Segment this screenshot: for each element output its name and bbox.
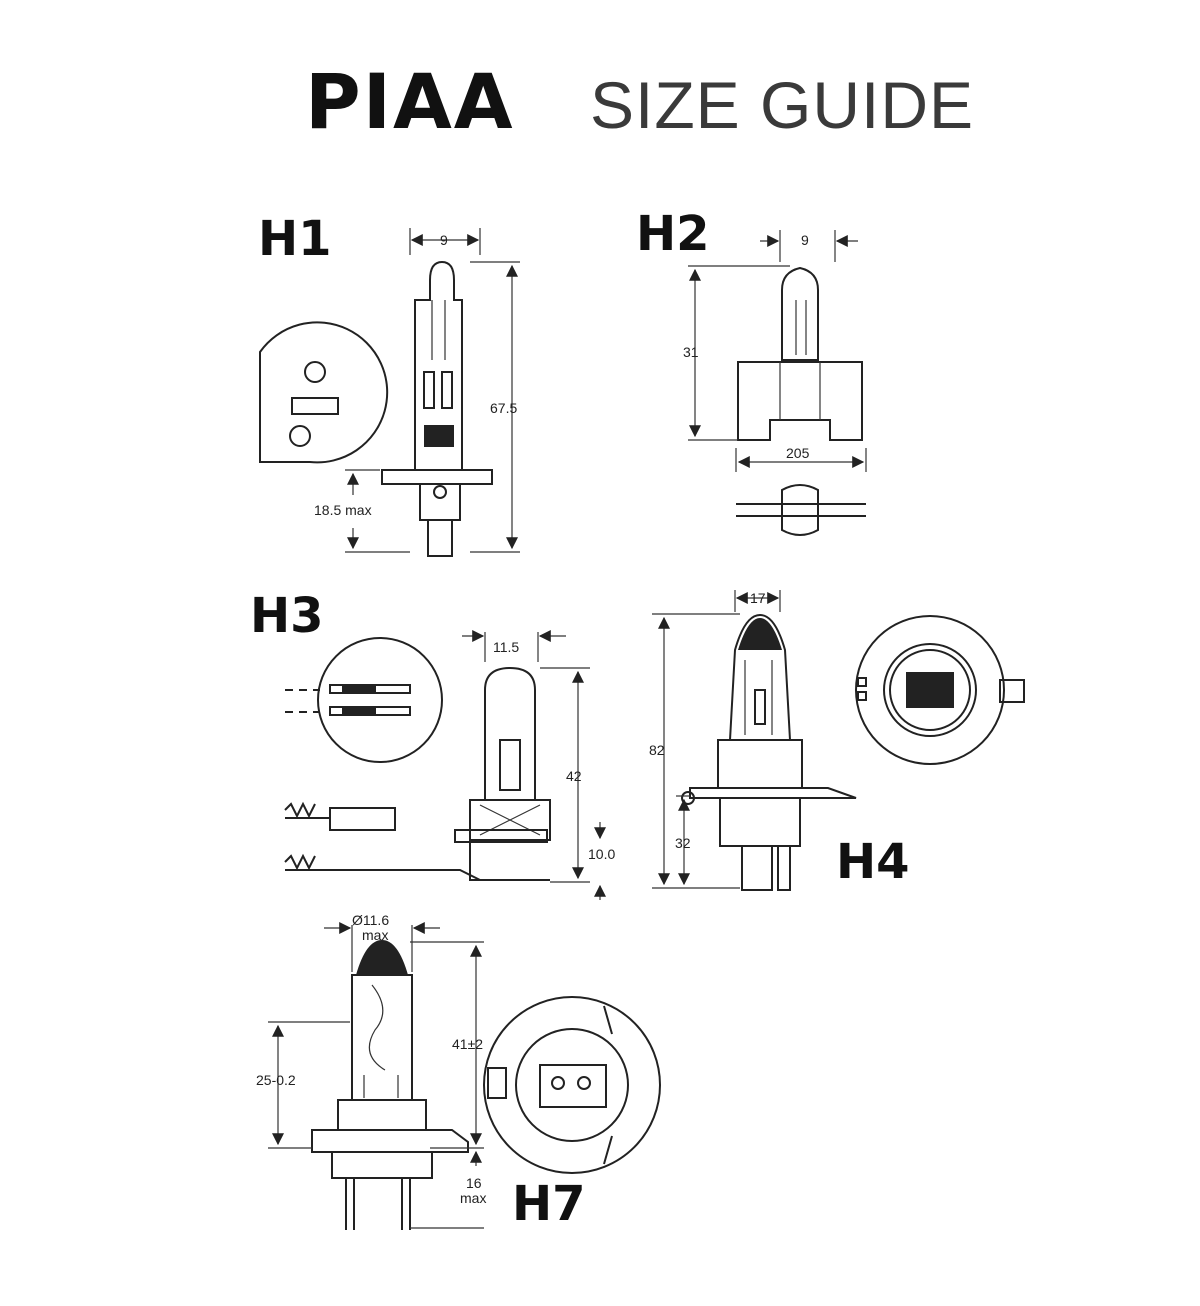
h7-diameter-label: Ø11.6 <box>352 912 389 928</box>
h3-base-label: 10.0 <box>588 846 615 862</box>
h4-height-label: 82 <box>649 742 665 758</box>
h1-diagram: H1 9 67.5 18.5 max <box>258 211 520 557</box>
h7-height-label: 41±2 <box>452 1036 483 1052</box>
h3-height-label: 42 <box>566 768 582 784</box>
h7-base-label: 16 <box>466 1175 482 1191</box>
h2-base-label: 205 <box>786 445 810 461</box>
page-title: SIZE GUIDE <box>590 68 974 142</box>
h1-width-label: 9 <box>440 232 448 248</box>
h2-width-label: 9 <box>801 232 809 248</box>
h7-diameter-note: max <box>362 927 388 943</box>
h4-width-label: 17 <box>750 590 766 606</box>
h3-label: H3 <box>250 588 324 644</box>
h7-base-note: max <box>460 1190 486 1206</box>
brand-logo: PIAA <box>305 57 515 146</box>
h4-label: H4 <box>836 834 910 890</box>
h7-focal-label: 25-0.2 <box>256 1072 296 1088</box>
h7-diagram: H7 Ø11.6 max 41±2 2 <box>256 912 661 1232</box>
h4-base-label: 32 <box>675 835 691 851</box>
h2-label: H2 <box>636 206 710 262</box>
h7-label: H7 <box>512 1176 586 1232</box>
h2-diagram: H2 9 31 205 <box>636 206 867 536</box>
h2-height-label: 31 <box>683 344 699 360</box>
h3-diagram: H3 11.5 42 10.0 <box>250 588 615 900</box>
h1-label: H1 <box>258 211 332 267</box>
h1-base-label: 18.5 max <box>314 502 372 518</box>
h4-diagram: H4 17 82 32 <box>649 590 1025 891</box>
h1-height-label: 67.5 <box>490 400 517 416</box>
h3-width-label: 11.5 <box>493 639 519 655</box>
